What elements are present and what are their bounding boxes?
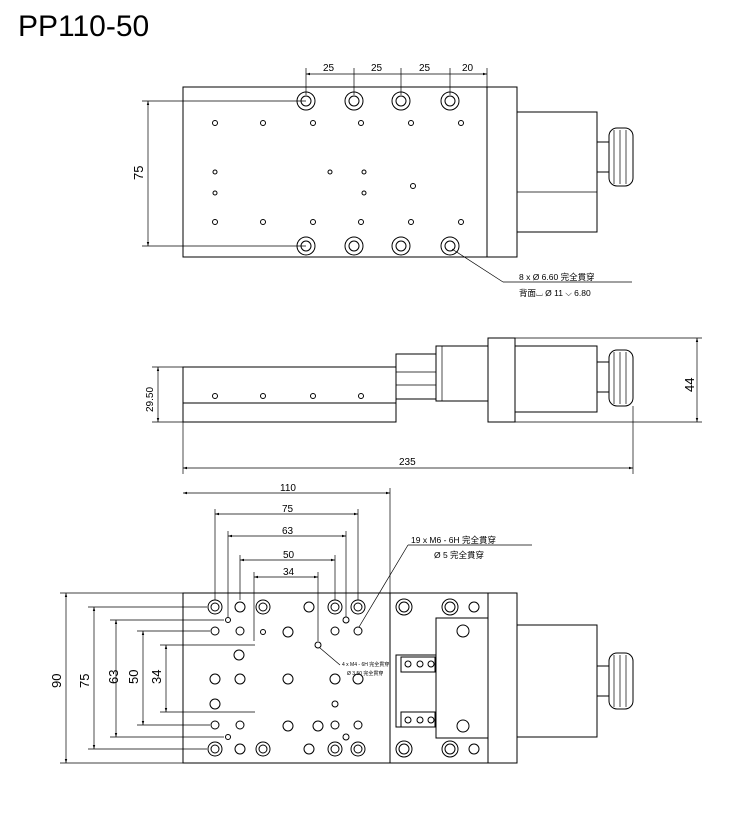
bottom-dim-h-75: 75 <box>282 504 294 515</box>
side-view-knob <box>608 349 634 407</box>
top-dim-left: 75 <box>131 166 146 180</box>
top-view: 25 25 25 20 75 8 x Ø 6.60 完全貫穿 背面⌴ Ø 11 … <box>131 63 634 298</box>
top-dim-3: 25 <box>419 63 431 74</box>
side-view-coupling <box>395 353 437 400</box>
top-view-body <box>182 86 518 258</box>
bottom-view-knob <box>608 652 634 710</box>
bottom-dim-h-63: 63 <box>282 526 294 537</box>
bottom-small-note1: 4 x M4 - 6H 完全貫穿 <box>342 661 389 668</box>
top-view-counterbore-holes <box>296 91 460 256</box>
bottom-dim-v-75: 75 <box>77 674 92 688</box>
bottom-view-holes <box>207 598 480 758</box>
bottom-dim-h-50: 50 <box>283 550 295 561</box>
bottom-dim-h-110: 110 <box>280 483 296 494</box>
top-callout-line1: 8 x Ø 6.60 完全貫穿 <box>519 272 595 282</box>
top-view-knob <box>596 127 634 187</box>
bottom-view: 110 75 63 50 34 90 75 63 50 <box>49 483 634 764</box>
top-view-motor <box>516 111 598 233</box>
side-view-motor <box>487 337 516 423</box>
side-dim-left: 29.50 <box>145 387 156 412</box>
top-dim-1: 25 <box>323 63 335 74</box>
bottom-dim-v-63: 63 <box>106 670 121 684</box>
side-view-base <box>182 366 397 423</box>
bottom-callout-line2: Ø 5 完全貫穿 <box>434 550 484 560</box>
top-dim-4: 20 <box>462 63 474 74</box>
top-view-small-holes <box>212 120 464 225</box>
bottom-dim-h-34: 34 <box>283 567 295 578</box>
side-dim-length: 235 <box>399 457 416 468</box>
side-dim-right: 44 <box>682 378 697 392</box>
side-view: 29.50 44 235 <box>145 337 702 474</box>
bottom-dim-v-90: 90 <box>49 674 64 688</box>
drawing-title: PP110-50 <box>18 10 150 43</box>
bottom-callout-line1: 19 x M6 - 6H 完全貫穿 <box>411 535 496 545</box>
top-dim-2: 25 <box>371 63 383 74</box>
bottom-view-motor <box>516 624 598 738</box>
bottom-dim-v-50: 50 <box>126 670 141 684</box>
top-callout-line2: 背面⌴ Ø 11 ⌵ 6.80 <box>519 288 591 298</box>
bottom-small-note2: Ø 3.50 完全貫穿 <box>347 670 383 677</box>
bottom-dim-v-34: 34 <box>149 670 164 684</box>
